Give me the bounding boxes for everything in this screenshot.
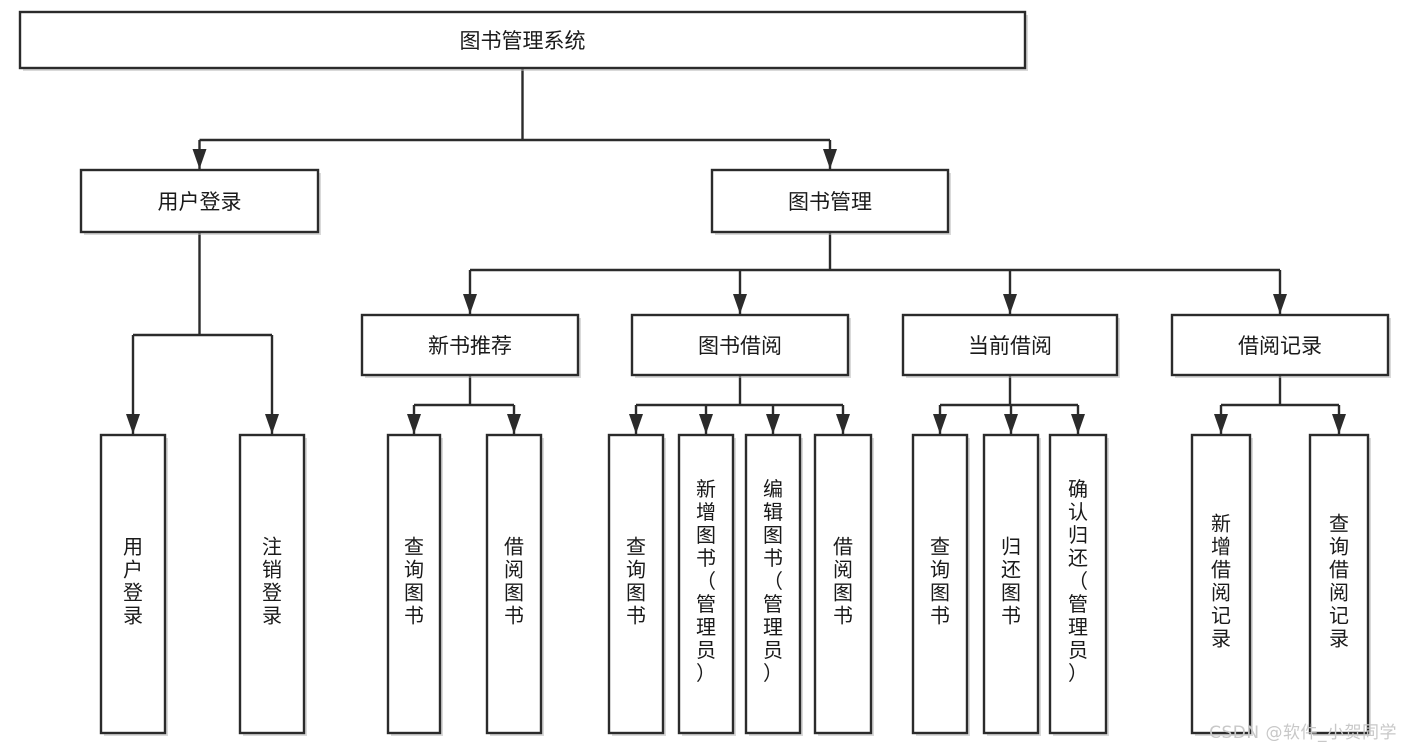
- node-leaf-10[interactable]: 确认归还（管理员）: [1048, 433, 1109, 736]
- arrow-head-icon: [126, 414, 140, 434]
- node-label: 图书管理系统: [460, 29, 586, 53]
- node-l1-0[interactable]: 用户登录: [79, 168, 321, 235]
- node-box: [79, 168, 320, 234]
- node-label: 当前借阅: [968, 334, 1052, 358]
- arrow-head-icon: [265, 414, 279, 434]
- node-label: 借阅记录: [1238, 334, 1322, 358]
- csdn-watermark: CSDN @软件_小贺同学: [1209, 723, 1397, 743]
- node-leaf-12[interactable]: 查询借阅记录: [1308, 433, 1371, 736]
- node-box: [1048, 433, 1108, 735]
- node-leaf-6[interactable]: 编辑图书（管理员）: [744, 433, 803, 736]
- node-label: 借阅图书: [833, 535, 853, 628]
- node-leaf-9[interactable]: 归还图书: [982, 433, 1041, 736]
- node-l1-1[interactable]: 图书管理: [710, 168, 951, 235]
- node-box: [744, 433, 802, 735]
- arrow-head-icon: [629, 414, 643, 434]
- connector-layer: [126, 68, 1346, 434]
- node-root-0[interactable]: 图书管理系统: [18, 10, 1028, 71]
- node-box: [607, 433, 665, 735]
- node-label: 归还图书: [1001, 535, 1021, 628]
- node-l2-1[interactable]: 图书借阅: [630, 313, 851, 378]
- node-box: [360, 313, 580, 377]
- node-leaf-4[interactable]: 查询图书: [607, 433, 666, 736]
- node-label: 查询图书: [930, 535, 950, 628]
- node-label: 新增图书（管理员）: [696, 477, 716, 685]
- node-label: 查询图书: [626, 535, 646, 628]
- node-layer: 图书管理系统用户登录图书管理新书推荐图书借阅当前借阅借阅记录用户登录注销登录查询…: [18, 10, 1391, 736]
- arrow-head-icon: [699, 414, 713, 434]
- node-leaf-0[interactable]: 用户登录: [99, 433, 168, 736]
- node-box: [982, 433, 1040, 735]
- node-box: [813, 433, 873, 735]
- arrow-head-icon: [733, 294, 747, 314]
- node-box: [901, 313, 1119, 377]
- node-leaf-7[interactable]: 借阅图书: [813, 433, 874, 736]
- node-l2-2[interactable]: 当前借阅: [901, 313, 1120, 378]
- arrow-head-icon: [463, 294, 477, 314]
- arrow-head-icon: [933, 414, 947, 434]
- node-l2-3[interactable]: 借阅记录: [1170, 313, 1391, 378]
- node-label: 新书推荐: [428, 334, 512, 358]
- node-leaf-11[interactable]: 新增借阅记录: [1190, 433, 1253, 736]
- arrow-head-icon: [192, 149, 207, 169]
- node-leaf-5[interactable]: 新增图书（管理员）: [677, 433, 736, 736]
- node-box: [1308, 433, 1370, 735]
- node-leaf-8[interactable]: 查询图书: [911, 433, 970, 736]
- arrow-head-icon: [1003, 294, 1017, 314]
- node-box: [18, 10, 1027, 70]
- node-box: [238, 433, 306, 735]
- node-leaf-1[interactable]: 注销登录: [238, 433, 307, 736]
- node-label: 确认归还（管理员）: [1068, 477, 1088, 685]
- arrow-head-icon: [823, 149, 837, 169]
- node-label: 用户登录: [158, 190, 242, 214]
- arrow-head-icon: [1214, 414, 1228, 434]
- arrow-head-icon: [1004, 414, 1018, 434]
- node-leaf-3[interactable]: 借阅图书: [485, 433, 544, 736]
- node-box: [1170, 313, 1390, 377]
- arrow-head-icon: [766, 414, 780, 434]
- node-box: [677, 433, 735, 735]
- node-leaf-2[interactable]: 查询图书: [386, 433, 443, 736]
- arrow-head-icon: [507, 414, 521, 434]
- node-label: 新增借阅记录: [1211, 512, 1231, 651]
- node-box: [386, 433, 442, 735]
- node-label: 编辑图书（管理员）: [763, 477, 783, 685]
- arrow-head-icon: [407, 414, 421, 434]
- node-label: 用户登录: [123, 535, 143, 628]
- node-label: 借阅图书: [504, 535, 524, 628]
- node-box: [911, 433, 969, 735]
- node-box: [710, 168, 950, 234]
- node-label: 图书管理: [788, 190, 872, 214]
- arrow-head-icon: [1273, 294, 1287, 314]
- arrow-head-icon: [1071, 414, 1085, 434]
- node-label: 图书借阅: [698, 334, 782, 358]
- node-box: [630, 313, 850, 377]
- node-label: 注销登录: [262, 535, 282, 628]
- arrow-head-icon: [836, 414, 850, 434]
- node-box: [485, 433, 543, 735]
- node-box: [99, 433, 167, 735]
- node-label: 查询借阅记录: [1329, 512, 1349, 651]
- node-box: [1190, 433, 1252, 735]
- node-l2-0[interactable]: 新书推荐: [360, 313, 581, 378]
- node-label: 查询图书: [404, 535, 424, 628]
- arrow-head-icon: [1332, 414, 1346, 434]
